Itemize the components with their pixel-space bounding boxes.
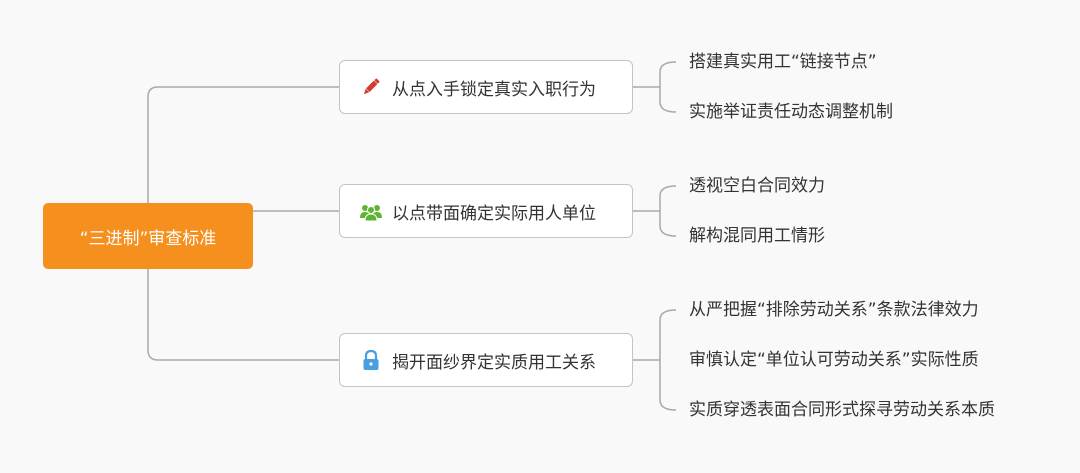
branch-node-1[interactable]: 从点入手锁定真实入职行为 [339,60,633,114]
leaf-item[interactable]: 从严把握“排除劳动关系”条款法律效力 [689,300,979,320]
branch-label: 以点带面确定实际用人单位 [392,203,596,224]
root-label: “三进制”审查标准 [79,228,217,249]
lock-icon [360,349,382,371]
leaf-item[interactable]: 透视空白合同效力 [689,176,825,196]
root-node[interactable]: “三进制”审查标准 [43,203,253,269]
branch-label: 揭开面纱界定实质用工关系 [392,352,596,373]
leaf-item[interactable]: 实施举证责任动态调整机制 [689,102,893,122]
pencil-icon [360,76,382,98]
leaf-item[interactable]: 审慎认定“单位认可劳动关系”实际性质 [689,350,979,370]
leaf-item[interactable]: 搭建真实用工“链接节点” [689,52,877,72]
leaf-item[interactable]: 实质穿透表面合同形式探寻劳动关系本质 [689,400,995,420]
branch-label: 从点入手锁定真实入职行为 [392,79,596,100]
people-group-icon [360,200,382,222]
leaf-item[interactable]: 解构混同用工情形 [689,226,825,246]
branch-node-2[interactable]: 以点带面确定实际用人单位 [339,184,633,238]
branch-node-3[interactable]: 揭开面纱界定实质用工关系 [339,333,633,387]
